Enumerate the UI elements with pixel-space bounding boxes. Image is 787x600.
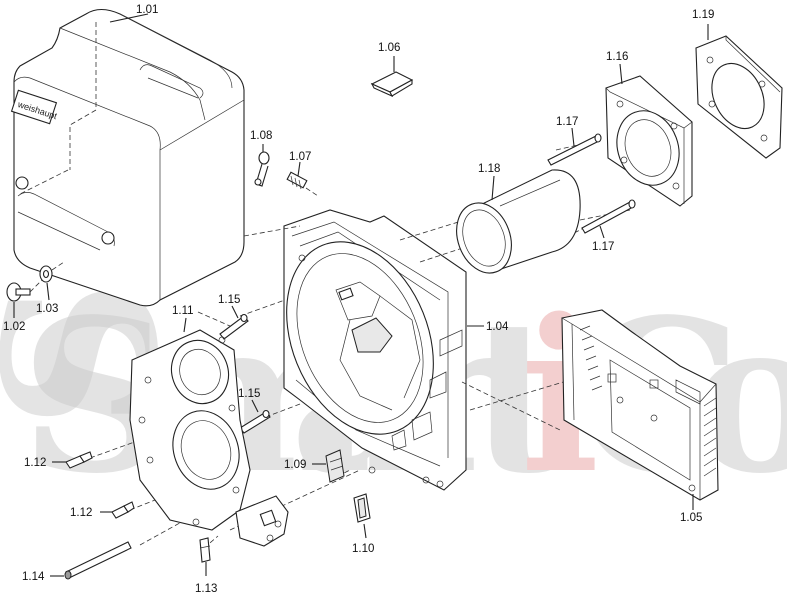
flange-plate-part bbox=[129, 329, 289, 547]
label-housing: 1.04 bbox=[486, 321, 509, 333]
label-control-box: 1.05 bbox=[680, 512, 702, 524]
screw-107-part bbox=[286, 171, 319, 197]
bolt-lower-part bbox=[581, 199, 636, 234]
rod-part bbox=[64, 541, 132, 580]
plug-110-part bbox=[353, 493, 371, 523]
cover-part: weishaupt bbox=[10, 8, 245, 307]
label-clip: 1.08 bbox=[250, 130, 272, 142]
label-rod: 1.14 bbox=[22, 571, 45, 583]
label-screw-102: 1.02 bbox=[3, 321, 25, 333]
plug-109-part bbox=[325, 449, 345, 483]
nozzle-upper-part bbox=[65, 451, 93, 469]
cap-part bbox=[370, 71, 414, 98]
label-plug-109: 1.09 bbox=[284, 459, 306, 471]
label-flange: 1.16 bbox=[606, 51, 628, 63]
gasket-part bbox=[695, 35, 783, 159]
clip-part bbox=[254, 151, 270, 187]
label-plug-110: 1.10 bbox=[352, 543, 374, 555]
screw-102-part bbox=[6, 277, 45, 302]
watermark-t: t bbox=[470, 273, 567, 520]
housing-part bbox=[283, 209, 467, 491]
pin-part bbox=[199, 537, 211, 563]
label-bolt-lower: 1.17 bbox=[592, 241, 614, 253]
flange-part bbox=[605, 75, 693, 207]
label-tube: 1.18 bbox=[478, 163, 500, 175]
stud-upper-part bbox=[219, 313, 249, 340]
washer-part bbox=[39, 261, 65, 283]
label-nozzle-lower: 1.12 bbox=[70, 507, 92, 519]
label-pin: 1.13 bbox=[195, 583, 217, 595]
nozzle-lower-part bbox=[111, 501, 135, 519]
label-cover: 1.01 bbox=[136, 4, 158, 16]
label-stud-lower: 1.15 bbox=[238, 388, 260, 400]
label-washer: 1.03 bbox=[36, 303, 58, 315]
label-cap: 1.06 bbox=[378, 42, 400, 54]
label-nozzle-upper: 1.12 bbox=[24, 457, 46, 469]
tube-part bbox=[456, 169, 581, 274]
bolt-upper-part bbox=[547, 133, 602, 166]
label-gasket: 1.19 bbox=[692, 9, 714, 21]
label-bolt-upper: 1.17 bbox=[556, 116, 578, 128]
control-box-part bbox=[561, 309, 719, 501]
label-flange-plate: 1.11 bbox=[172, 305, 194, 317]
label-stud-upper: 1.15 bbox=[218, 294, 240, 306]
label-screw-107: 1.07 bbox=[289, 151, 311, 163]
